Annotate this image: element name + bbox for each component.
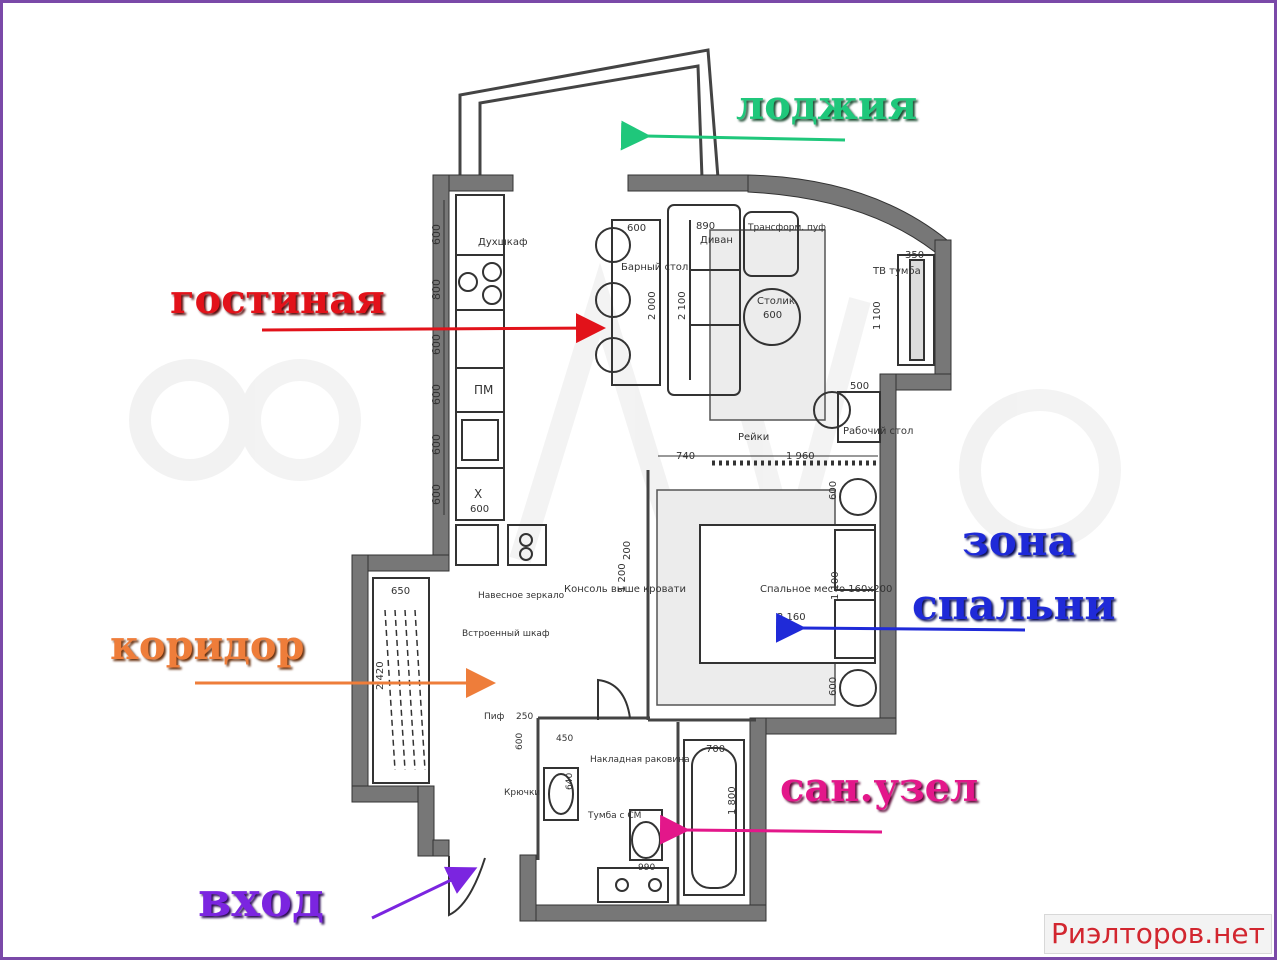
tv-stand xyxy=(897,254,935,366)
svg-text:1 100: 1 100 xyxy=(872,301,883,330)
svg-text:200: 200 xyxy=(622,541,633,560)
svg-text:500: 500 xyxy=(850,381,869,392)
svg-text:Столик: Столик xyxy=(757,296,795,307)
svg-text:ПМ: ПМ xyxy=(474,383,493,397)
desk xyxy=(813,391,881,443)
svg-text:350: 350 xyxy=(905,250,924,261)
svg-text:600: 600 xyxy=(627,223,646,234)
label-sleep-zone-line1: зона xyxy=(962,516,1075,565)
svg-text:Навесное зеркало: Навесное зеркало xyxy=(478,591,565,601)
sleep-arrow xyxy=(775,612,1026,643)
walls xyxy=(351,174,952,922)
svg-text:700: 700 xyxy=(706,744,725,755)
svg-text:990: 990 xyxy=(638,863,655,873)
svg-text:Консоль выше кровати: Консоль выше кровати xyxy=(564,584,686,595)
svg-text:600: 600 xyxy=(763,310,782,321)
svg-text:Рабочий стол: Рабочий стол xyxy=(843,426,913,437)
svg-text:ТВ тумба: ТВ тумба xyxy=(872,266,921,277)
nightstands xyxy=(839,478,877,707)
svg-text:Диван: Диван xyxy=(700,235,733,246)
svg-text:250: 250 xyxy=(516,712,533,722)
svg-text:600: 600 xyxy=(430,384,443,405)
svg-text:Пиф: Пиф xyxy=(484,712,505,722)
svg-text:Трансформ. пуф: Трансформ. пуф xyxy=(747,223,826,233)
bathroom-arrow xyxy=(659,814,883,845)
label-entry: вход xyxy=(198,872,324,928)
svg-text:890: 890 xyxy=(696,221,715,232)
svg-text:2 160: 2 160 xyxy=(777,612,806,623)
living-arrow xyxy=(261,313,606,344)
svg-text:Рейки: Рейки xyxy=(738,432,769,443)
kitchen-column xyxy=(455,194,505,521)
entry-arrow xyxy=(371,866,478,920)
coffee-table xyxy=(743,288,801,346)
sofa xyxy=(667,204,741,396)
label-corridor: коридор xyxy=(110,622,305,669)
svg-text:600: 600 xyxy=(430,224,443,245)
svg-text:1 800: 1 800 xyxy=(727,786,738,815)
svg-text:Духшкаф: Духшкаф xyxy=(478,237,528,248)
svg-text:Накладная раковина: Накладная раковина xyxy=(590,755,690,765)
pouf xyxy=(743,211,799,277)
living-texts: Барный стол Диван Трансформ. пуф Столик … xyxy=(621,221,924,443)
rails xyxy=(658,455,878,466)
bar-table xyxy=(595,219,661,386)
svg-text:600: 600 xyxy=(430,484,443,505)
svg-text:450: 450 xyxy=(556,734,573,744)
rails-dims: 740 1 960 xyxy=(676,451,815,462)
svg-text:Спальное место 160х200: Спальное место 160х200 xyxy=(760,584,892,595)
label-living-room: гостиная xyxy=(170,276,385,323)
svg-text:600: 600 xyxy=(828,677,839,696)
bathroom-fixtures xyxy=(543,739,745,903)
svg-text:Тумба с СМ: Тумба с СМ xyxy=(587,811,641,821)
svg-text:Х: Х xyxy=(474,487,482,501)
svg-text:600: 600 xyxy=(470,504,489,515)
partitions xyxy=(536,470,756,905)
svg-text:650: 650 xyxy=(391,586,410,597)
label-bathroom: сан.узел xyxy=(780,764,979,811)
svg-text:2 420: 2 420 xyxy=(375,661,386,690)
svg-text:1 200: 1 200 xyxy=(617,563,628,592)
loggia-arrow xyxy=(620,120,846,151)
label-loggia: лоджия xyxy=(736,82,918,129)
svg-text:1 960: 1 960 xyxy=(786,451,815,462)
label-sleep-zone-line2: спальни xyxy=(912,580,1116,629)
stove-boxes xyxy=(455,524,547,566)
svg-text:2 100: 2 100 xyxy=(677,291,688,320)
wardrobe xyxy=(372,577,430,784)
svg-text:Встроенный шкаф: Встроенный шкаф xyxy=(462,629,550,639)
entry-door xyxy=(448,678,631,917)
svg-text:740: 740 xyxy=(676,451,695,462)
svg-text:Барный стол: Барный стол xyxy=(621,262,688,273)
svg-text:600: 600 xyxy=(828,481,839,500)
watermark-badge: Риэлторов.нет xyxy=(1044,914,1272,954)
svg-text:600: 600 xyxy=(515,733,525,750)
corridor-texts: 650 2 420 Навесное зеркало Встроенный шк… xyxy=(375,586,565,798)
bathroom-texts: Накладная раковина Тумба с СМ 450 640 60… xyxy=(515,733,738,873)
svg-text:600: 600 xyxy=(430,434,443,455)
svg-text:1 100: 1 100 xyxy=(830,571,841,600)
svg-text:600: 600 xyxy=(430,334,443,355)
svg-text:800: 800 xyxy=(430,279,443,300)
svg-text:Крючки: Крючки xyxy=(504,788,540,798)
kitchen-dims: 600 800 600 600 600 600 Духшкаф ПМ Х 600 xyxy=(430,200,528,515)
svg-text:640: 640 xyxy=(565,773,575,790)
loggia-outline xyxy=(458,48,720,179)
svg-text:2 000: 2 000 xyxy=(647,291,658,320)
